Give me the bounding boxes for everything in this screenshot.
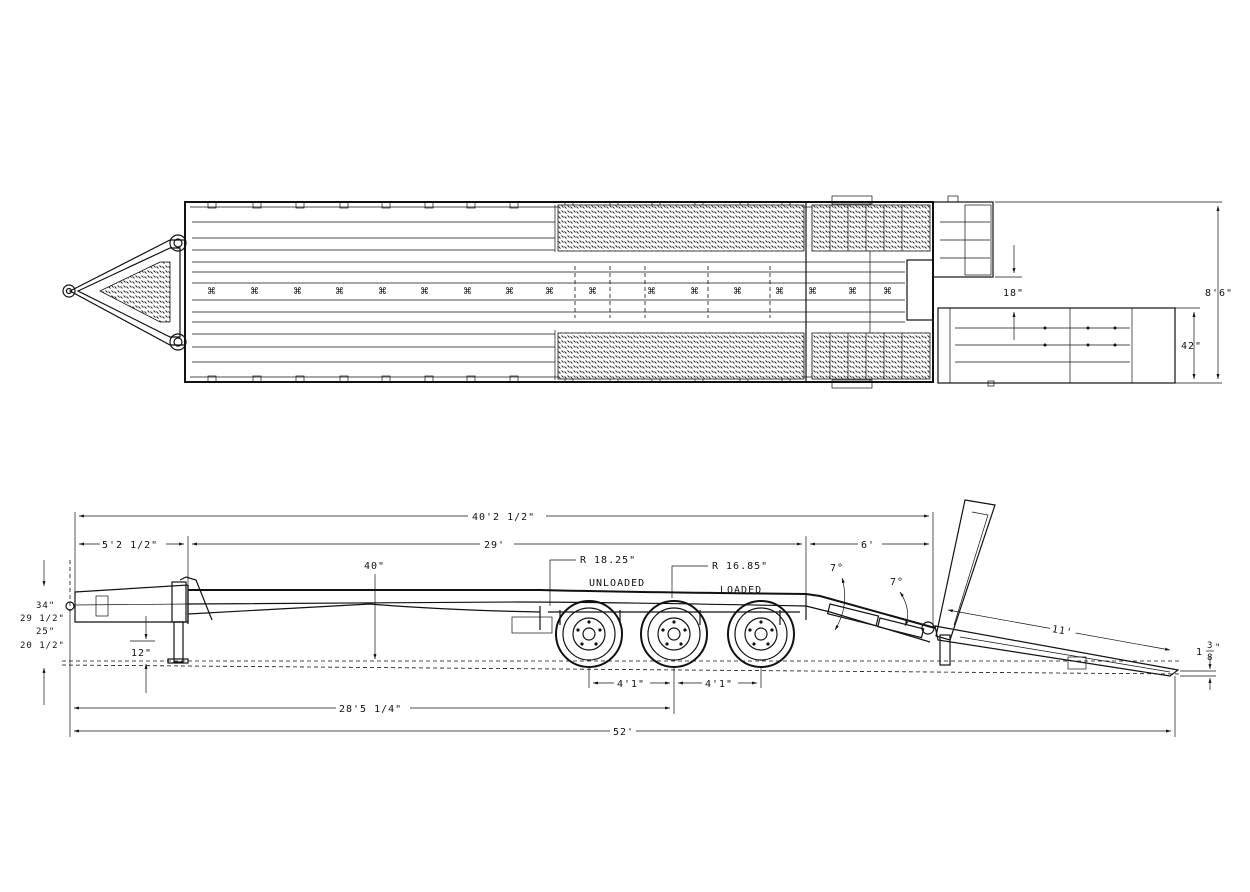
jack-leg [173,621,184,663]
tread-plate-lower [557,332,805,380]
svg-text:⌘: ⌘ [207,287,216,297]
top-dimensions: 8'6" 42" 18" [995,201,1233,384]
svg-text:⌘: ⌘ [250,287,259,297]
dim-hitch-axle: 28'5 1/4" [339,704,402,715]
wheel-3 [727,600,795,668]
dim-deck-height: 40" [364,561,385,572]
radius-unloaded: R 18.25" [580,555,636,566]
hitch-height-1: 34" [36,601,55,611]
dim-axle-1: 4'1" [617,679,645,690]
dim-beavertail: 6' [861,540,875,551]
rivet-rows [574,266,771,318]
svg-text:⌘: ⌘ [690,287,699,297]
svg-text:⌘: ⌘ [775,287,784,297]
dim-overall-length: 52' [613,727,634,738]
angle-2: 7° [890,577,904,588]
deck-boards [192,221,905,363]
deck-side [187,585,807,630]
dim-deck-length: 40'2 1/2" [472,512,535,523]
dim-ramp-width: 42" [1181,341,1202,352]
center-tie-downs: ⌘ ⌘ ⌘ ⌘ ⌘ ⌘ ⌘ ⌘ ⌘ ⌘ ⌘ ⌘ ⌘ ⌘ ⌘ ⌘ ⌘ [207,287,892,297]
svg-text:⌘: ⌘ [505,287,514,297]
ramp-upright [935,499,996,666]
dim-ramp-tip-num: 3 [1207,641,1213,651]
svg-text:⌘: ⌘ [420,287,429,297]
radius-loaded: R 16.85" [712,561,768,572]
top-view: ⌘ ⌘ ⌘ ⌘ ⌘ ⌘ ⌘ ⌘ ⌘ ⌘ ⌘ ⌘ ⌘ ⌘ ⌘ ⌘ ⌘ [62,195,1233,389]
svg-text:⌘: ⌘ [293,287,302,297]
ramp-lower [937,307,1176,387]
lug-nuts [576,620,774,646]
dim-axle-2: 4'1" [705,679,733,690]
dim-overall-width: 8'6" [1205,288,1233,299]
svg-text:⌘: ⌘ [808,287,817,297]
tongue-a-frame [62,234,187,351]
hitch-height-3: 25" [36,627,55,637]
jack-foot [167,658,189,664]
dim-ramp-tip-unit: " [1215,643,1221,653]
dim-ramp-length: 11' [1051,624,1074,638]
svg-text:⌘: ⌘ [733,287,742,297]
dim-ramp-tip-whole: 1 [1196,647,1203,658]
coupler-ring [62,284,76,298]
tread-plate-upper [557,204,805,252]
side-view: 40'2 1/2" 5'2 1/2" 29' 6' 52' 28'5 1/4" [20,499,1221,738]
beavertail-side [805,593,936,643]
svg-text:⌘: ⌘ [335,287,344,297]
svg-text:⌘: ⌘ [545,287,554,297]
svg-text:⌘: ⌘ [588,287,597,297]
dim-main-deck: 29' [484,540,505,551]
label-unloaded: UNLOADED [589,578,645,589]
side-dimensions: 40'2 1/2" 5'2 1/2" 29' 6' 52' 28'5 1/4" [20,510,1221,738]
svg-text:⌘: ⌘ [848,287,857,297]
hitch-height-4: 20 1/2" [20,641,65,651]
svg-text:⌘: ⌘ [883,287,892,297]
svg-text:⌘: ⌘ [378,287,387,297]
svg-text:⌘: ⌘ [463,287,472,297]
dim-ramp-tip-den: 8 [1207,653,1213,663]
angle-1: 7° [830,563,844,574]
svg-text:⌘: ⌘ [647,287,656,297]
beavertail-top [805,195,934,389]
wheel-2 [640,600,708,668]
wheel-1 [555,600,623,668]
ramp-upper [932,195,994,278]
label-loaded: LOADED [720,585,762,596]
hitch-height-2: 29 1/2" [20,614,65,624]
dim-jack-height: 12" [131,648,152,659]
dim-ramp-gap: 18" [1003,288,1024,299]
dim-tongue: 5'2 1/2" [102,540,158,551]
